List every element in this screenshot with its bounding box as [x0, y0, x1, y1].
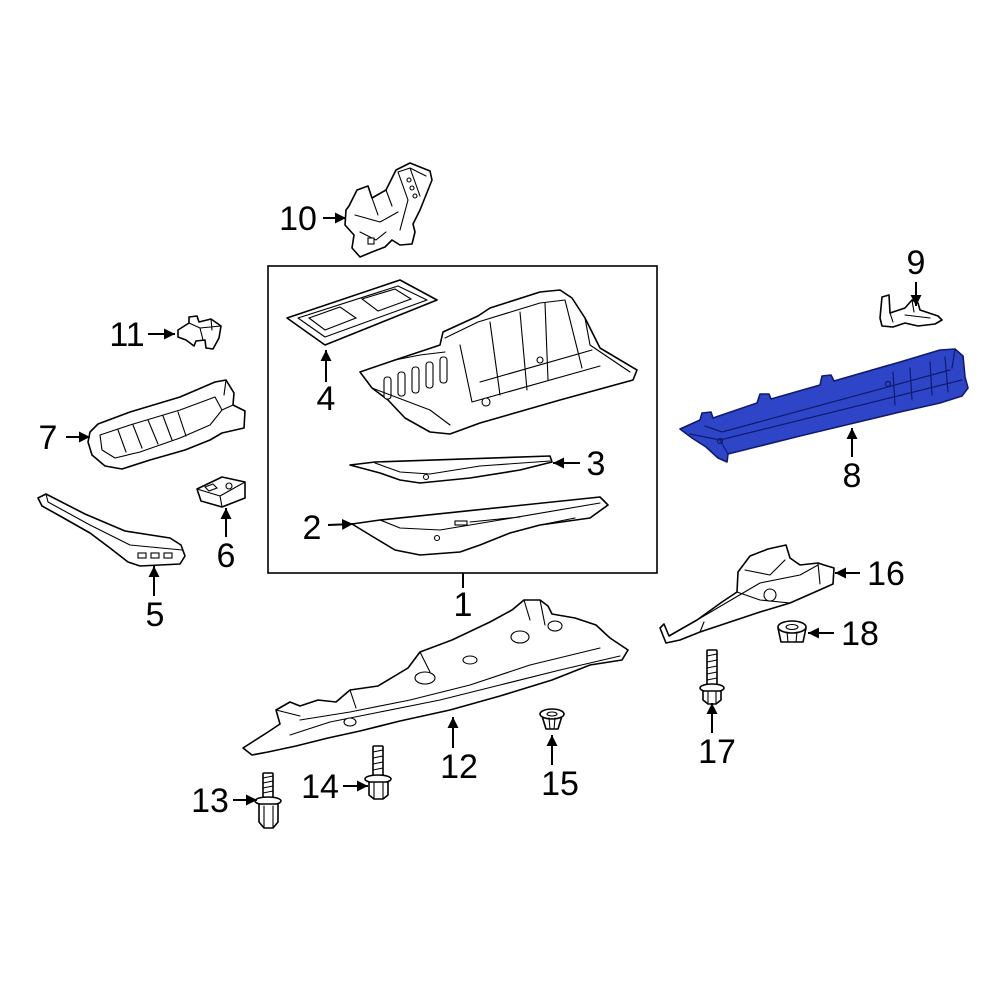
part-2-outline — [351, 496, 609, 556]
callout-13: 13 — [191, 782, 229, 820]
floor-pan — [359, 289, 638, 435]
callout-18: 18 — [841, 615, 879, 653]
part-6-outline — [196, 476, 246, 508]
part-11-clip — [177, 315, 222, 350]
callout-6: 6 — [217, 537, 236, 575]
callout-9: 9 — [907, 244, 926, 282]
part-3-outline — [349, 455, 553, 484]
part-16-outline — [659, 544, 835, 644]
callout-arrow-2 — [327, 518, 354, 530]
part-18-nut — [777, 620, 807, 643]
callout-labels: 1 2 3 4 5 6 7 8 9 10 11 12 13 14 15 16 1… — [39, 200, 926, 820]
callout-3: 3 — [587, 445, 606, 483]
callout-16: 16 — [867, 555, 905, 593]
callout-1: 1 — [454, 586, 473, 624]
callout-17: 17 — [698, 733, 736, 771]
callout-7: 7 — [39, 419, 58, 457]
callout-8: 8 — [843, 457, 862, 495]
part-5-rail — [37, 493, 186, 567]
part-4-outline — [286, 279, 438, 346]
part-9-outline — [879, 294, 943, 328]
part-10-bracket — [344, 162, 433, 258]
part-7-panel — [87, 379, 246, 470]
callout-10: 10 — [279, 200, 317, 238]
part-11-outline — [177, 315, 222, 350]
part-10-outline — [344, 162, 433, 258]
part-14-bolt — [364, 745, 392, 800]
part-16-bracket — [659, 544, 835, 644]
part-5-outline — [37, 493, 186, 567]
callout-14: 14 — [301, 768, 339, 806]
callout-12: 12 — [440, 748, 478, 786]
callout-arrows — [66, 212, 922, 806]
callout-15: 15 — [541, 765, 579, 803]
part-17-bolt — [699, 649, 725, 705]
part-9-bracket — [879, 294, 943, 328]
callout-11: 11 — [109, 316, 144, 354]
callout-2: 2 — [303, 509, 322, 547]
part-12-panel — [242, 599, 629, 756]
floor-pan-outline — [359, 289, 638, 435]
callout-4: 4 — [317, 380, 336, 418]
part-8-rail — [679, 348, 969, 463]
part-2-crossmember — [351, 496, 609, 556]
callout-5: 5 — [146, 596, 165, 634]
part-15-nut — [539, 708, 565, 730]
part-3-crossmember — [349, 455, 553, 484]
part-6-block — [196, 476, 246, 508]
part-13-bolt — [254, 772, 282, 829]
part-4-panel — [286, 279, 438, 346]
